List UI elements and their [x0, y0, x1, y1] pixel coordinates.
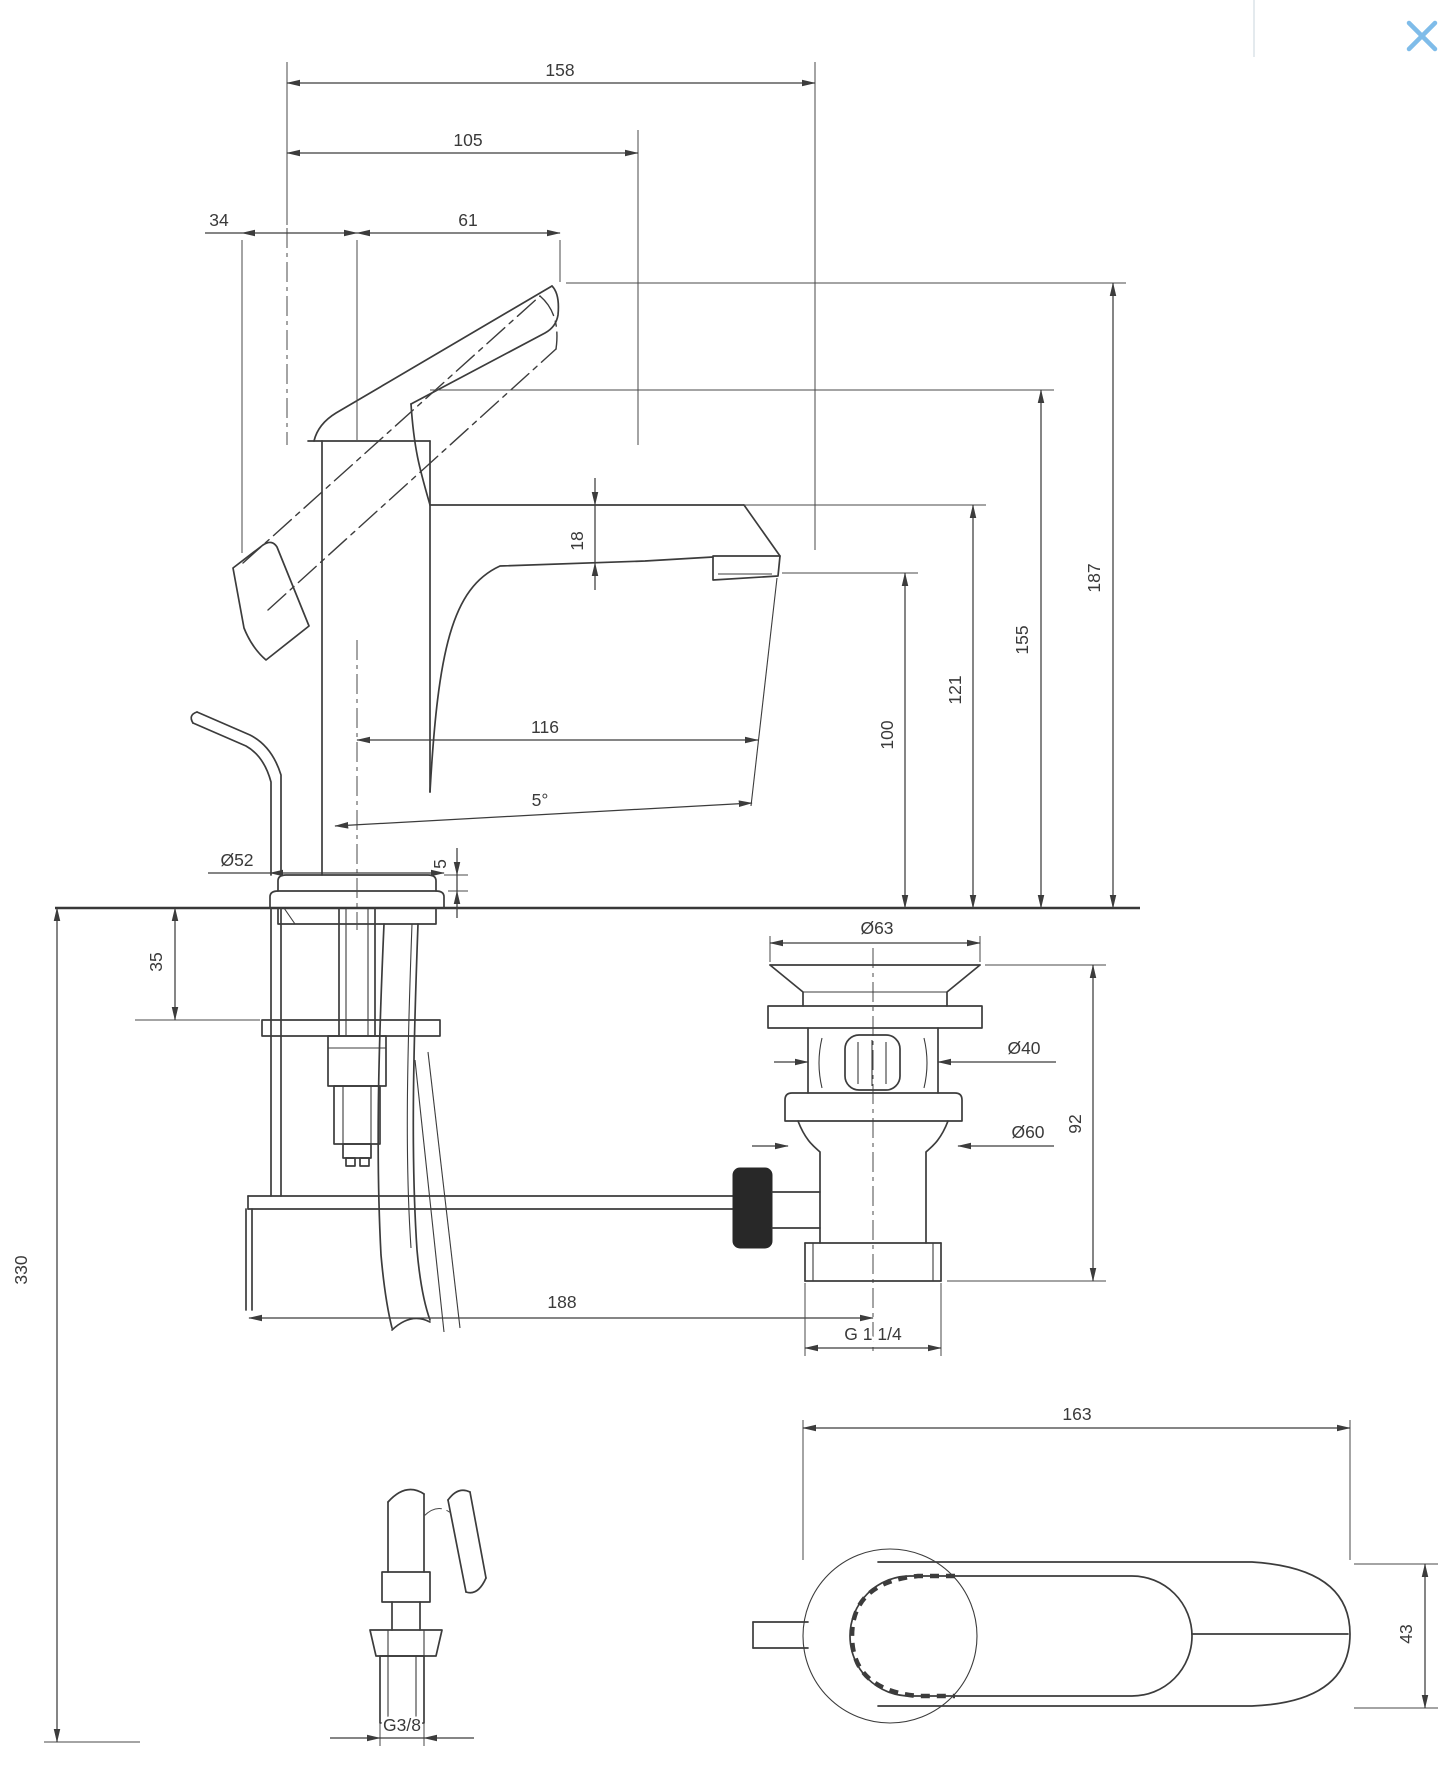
waste-flange-plate — [767, 1005, 983, 1029]
dim-label-18: 18 — [567, 531, 587, 550]
base-circle-topview — [802, 1548, 978, 1724]
pullrod-topview — [752, 1621, 809, 1649]
dim-label-dia60: Ø60 — [1011, 1122, 1044, 1142]
waste-tailpiece — [804, 1242, 942, 1282]
aerator — [712, 555, 781, 581]
dim-label-angle: 5° — [532, 790, 549, 810]
dim-label-116: 116 — [531, 717, 559, 737]
handle-rear-cap — [232, 541, 310, 661]
handle-closed — [313, 285, 560, 442]
dim-label-155: 155 — [1012, 625, 1032, 654]
waste-body-flange — [784, 1092, 963, 1122]
dim-label-dia63: Ø63 — [860, 918, 893, 938]
dim-label-g38: G3/8 — [383, 1715, 421, 1735]
dim-label-g114: G 1 1/4 — [844, 1324, 902, 1344]
dim-label-5: 5 — [430, 859, 450, 869]
spout-topview — [877, 1561, 1351, 1707]
top-view — [752, 1548, 1351, 1724]
dim-label-43: 43 — [1396, 1624, 1416, 1643]
dim-label-330: 330 — [11, 1255, 31, 1284]
knob-stem — [771, 1191, 821, 1229]
dim-label-92: 92 — [1065, 1114, 1085, 1133]
dim-label-188: 188 — [547, 1292, 576, 1312]
pull-rod — [190, 711, 282, 876]
popup-rod — [245, 907, 734, 1311]
dim-label-158: 158 — [545, 60, 574, 80]
knurled-knob — [732, 1167, 773, 1249]
base-hatch-arc — [849, 1573, 955, 1699]
dimensions-waste-detail: Ø63 Ø40 Ø60 92 G 1 1/4 — [752, 916, 1106, 1356]
handle-tilted-ghost — [232, 295, 558, 661]
dimensions-top-view: 163 43 — [802, 1402, 1438, 1709]
close-icon — [1406, 20, 1438, 52]
dim-label-dia52: Ø52 — [220, 850, 253, 870]
dim-label-105: 105 — [453, 130, 482, 150]
spout-front-face — [743, 504, 781, 557]
popup-waste-detail — [732, 948, 983, 1352]
outlet-extension — [750, 577, 778, 807]
dim-label-121: 121 — [945, 675, 965, 704]
spout-underside — [429, 556, 714, 793]
dim-label-187: 187 — [1084, 563, 1104, 592]
dim-label-35: 35 — [146, 952, 166, 971]
supply-hoses — [377, 923, 461, 1333]
second-hose-cut — [423, 1489, 487, 1594]
dim-label-34: 34 — [209, 210, 229, 230]
waste-plug — [844, 1034, 901, 1091]
side-view-mixer — [55, 228, 1140, 1724]
handle-topview — [849, 1575, 1193, 1697]
dimensions-side-view: 158 105 34 61 187 155 121 100 18 116 5° … — [9, 58, 1126, 1746]
close-button[interactable] — [1398, 12, 1445, 60]
dim-label-163: 163 — [1062, 1404, 1091, 1424]
hose-g38-end — [369, 1488, 443, 1724]
neck-front — [410, 403, 431, 506]
dim-label-100: 100 — [877, 720, 897, 749]
mounting-hardware — [261, 907, 441, 1167]
dim-label-61: 61 — [458, 210, 477, 230]
dim-label-dia40: Ø40 — [1007, 1038, 1040, 1058]
